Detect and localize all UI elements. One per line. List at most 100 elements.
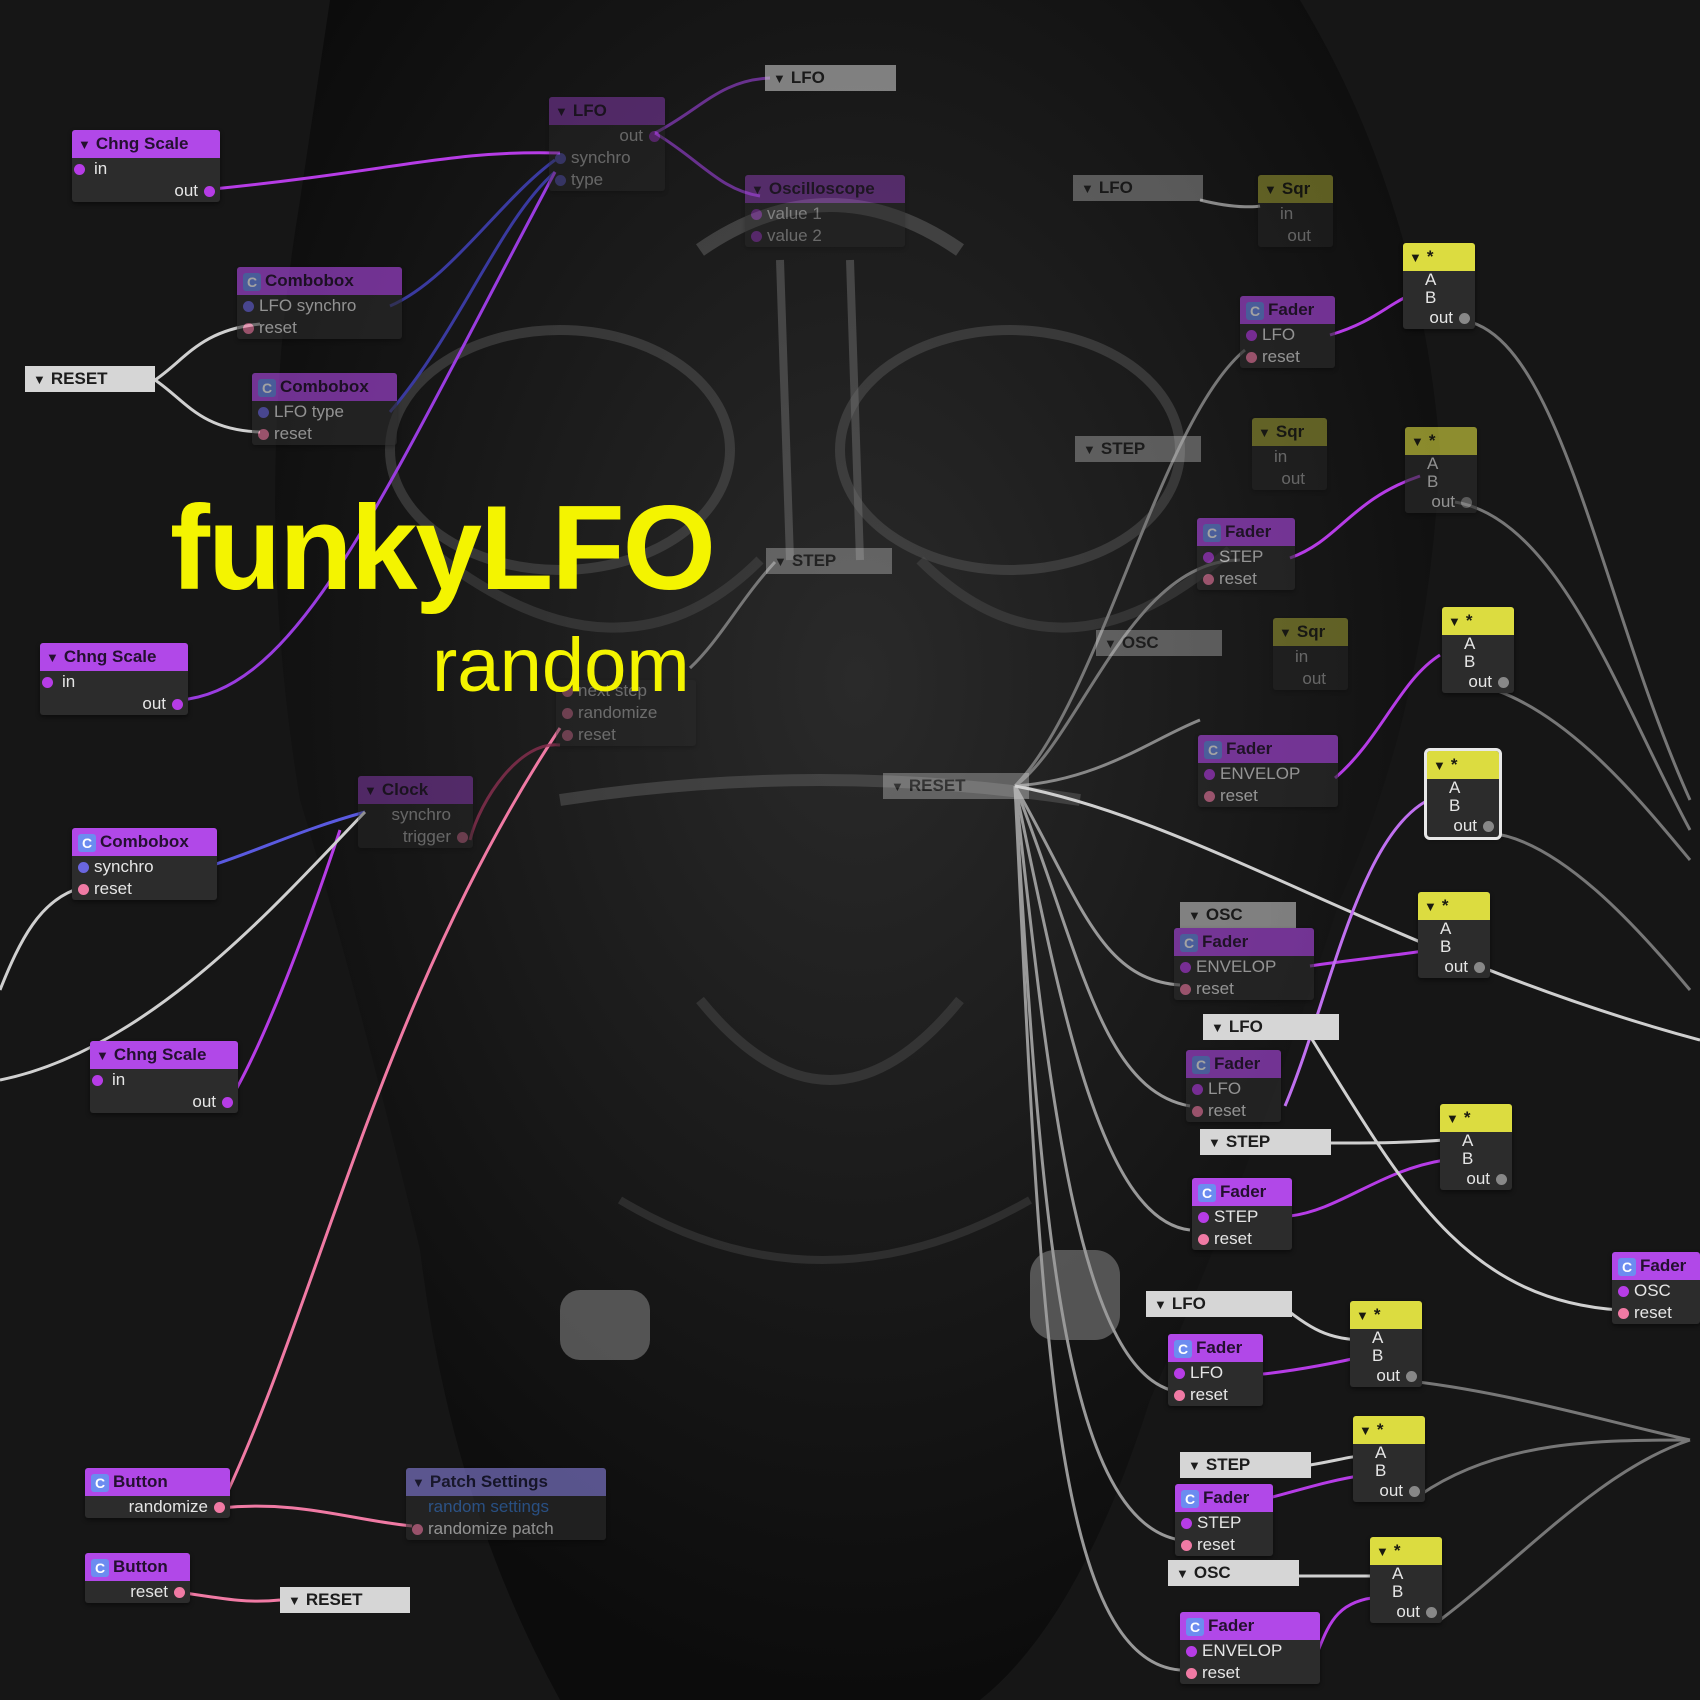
sqr-node-2[interactable]: ▼Sqr in out <box>1252 418 1327 490</box>
osc-send-node-r2[interactable]: ▼OSC <box>1180 902 1296 928</box>
random-node[interactable]: next step randomize reset <box>556 680 696 746</box>
out-port[interactable] <box>1461 497 1472 508</box>
synchro-port[interactable] <box>78 862 89 873</box>
reset-port[interactable] <box>1192 1106 1203 1117</box>
chng-scale-node-3[interactable]: ▼Chng Scale in out <box>90 1041 238 1113</box>
in-port[interactable] <box>1246 330 1257 341</box>
oscilloscope-node[interactable]: ▼Oscilloscope value 1 value 2 <box>745 175 905 247</box>
in-port[interactable] <box>1618 1286 1629 1297</box>
step-send-node-r3[interactable]: ▼STEP <box>1180 1452 1311 1478</box>
step-send-node-r2[interactable]: ▼STEP <box>1200 1129 1331 1155</box>
reset-port[interactable] <box>1204 791 1215 802</box>
multiply-node-8[interactable]: ▼* A B out <box>1353 1416 1425 1502</box>
synchro-port[interactable] <box>555 153 566 164</box>
reset-port[interactable] <box>1203 574 1214 585</box>
clock-node[interactable]: ▼Clock synchro trigger <box>358 776 473 848</box>
lfo-type-port[interactable] <box>258 407 269 418</box>
reset-port[interactable] <box>1181 1540 1192 1551</box>
multiply-node-1[interactable]: ▼* A B out <box>1403 243 1475 329</box>
reset-send-node-center[interactable]: ▼RESET <box>883 773 1029 799</box>
chng-scale-node-2[interactable]: ▼Chng Scale in out <box>40 643 188 715</box>
out-port[interactable] <box>1496 1174 1507 1185</box>
reset-out-port[interactable] <box>174 1587 185 1598</box>
in-port[interactable] <box>42 677 53 688</box>
sqr-node-1[interactable]: ▼Sqr in out <box>1258 175 1333 247</box>
reset-port[interactable] <box>1246 352 1257 363</box>
out-port[interactable] <box>204 186 215 197</box>
reset-send-node-left[interactable]: ▼RESET <box>25 366 155 392</box>
reset-port[interactable] <box>1186 1668 1197 1679</box>
multiply-node-9[interactable]: ▼* A B out <box>1370 1537 1442 1623</box>
reset-port[interactable] <box>243 323 254 334</box>
out-port[interactable] <box>222 1097 233 1108</box>
reset-port[interactable] <box>258 429 269 440</box>
in-port[interactable] <box>74 164 85 175</box>
multiply-node-2[interactable]: ▼* A B out <box>1405 427 1477 513</box>
trigger-port[interactable] <box>457 832 468 843</box>
reset-port[interactable] <box>1198 1234 1209 1245</box>
reset-port[interactable] <box>1174 1390 1185 1401</box>
lfo-send-node-r3[interactable]: ▼LFO <box>1146 1291 1292 1317</box>
out-port[interactable] <box>172 699 183 710</box>
value2-port[interactable] <box>751 231 762 242</box>
lfo-node-top[interactable]: ▼LFO out synchro type <box>549 97 665 191</box>
in-port[interactable] <box>1192 1084 1203 1095</box>
in-port[interactable] <box>1204 769 1215 780</box>
patch-settings-node[interactable]: ▼Patch Settings random settings randomiz… <box>406 1468 606 1540</box>
in-port[interactable] <box>1186 1646 1197 1657</box>
multiply-node-3[interactable]: ▼* A B out <box>1442 607 1514 693</box>
out-port[interactable] <box>649 131 660 142</box>
out-port[interactable] <box>1498 677 1509 688</box>
next-step-port[interactable] <box>562 686 573 697</box>
osc-send-node-r3[interactable]: ▼OSC <box>1168 1560 1299 1586</box>
osc-send-node-r1[interactable]: ▼OSC <box>1096 630 1222 656</box>
step-send-node-r1[interactable]: ▼STEP <box>1075 436 1201 462</box>
reset-port[interactable] <box>1618 1308 1629 1319</box>
sqr-node-3[interactable]: ▼Sqr in out <box>1273 618 1348 690</box>
multiply-node-5[interactable]: ▼* A B out <box>1418 892 1490 978</box>
in-port[interactable] <box>1180 962 1191 973</box>
in-port[interactable] <box>1181 1518 1192 1529</box>
in-port[interactable] <box>1198 1212 1209 1223</box>
multiply-node-7[interactable]: ▼* A B out <box>1350 1301 1422 1387</box>
in-port[interactable] <box>1174 1368 1185 1379</box>
reset-port[interactable] <box>78 884 89 895</box>
lfo-send-node-top[interactable]: ▼LFO <box>765 65 896 91</box>
multiply-node-4-selected[interactable]: ▼* A B out <box>1424 748 1502 840</box>
reset-port[interactable] <box>562 730 573 741</box>
lfo-synchro-port[interactable] <box>243 301 254 312</box>
randomize-out-port[interactable] <box>214 1502 225 1513</box>
reset-send-node-bottom[interactable]: ▼RESET <box>280 1587 410 1613</box>
in-port[interactable] <box>1203 552 1214 563</box>
step-send-node-mid[interactable]: ▼STEP <box>766 548 892 574</box>
out-port[interactable] <box>1426 1607 1437 1618</box>
out-port[interactable] <box>1459 313 1470 324</box>
out-port[interactable] <box>1409 1486 1420 1497</box>
in-port[interactable] <box>92 1075 103 1086</box>
lfo-send-node-r1[interactable]: ▼LFO <box>1073 175 1203 201</box>
multiply-node-6[interactable]: ▼* A B out <box>1440 1104 1512 1190</box>
reset-port[interactable] <box>1180 984 1191 995</box>
lfo-send-node-r2[interactable]: ▼LFO <box>1203 1014 1339 1040</box>
out-port[interactable] <box>1483 821 1494 832</box>
randomize-port[interactable] <box>562 708 573 719</box>
out-port[interactable] <box>1406 1371 1417 1382</box>
randomize-patch-port[interactable] <box>412 1524 423 1535</box>
type-port[interactable] <box>555 175 566 186</box>
value1-port[interactable] <box>751 209 762 220</box>
